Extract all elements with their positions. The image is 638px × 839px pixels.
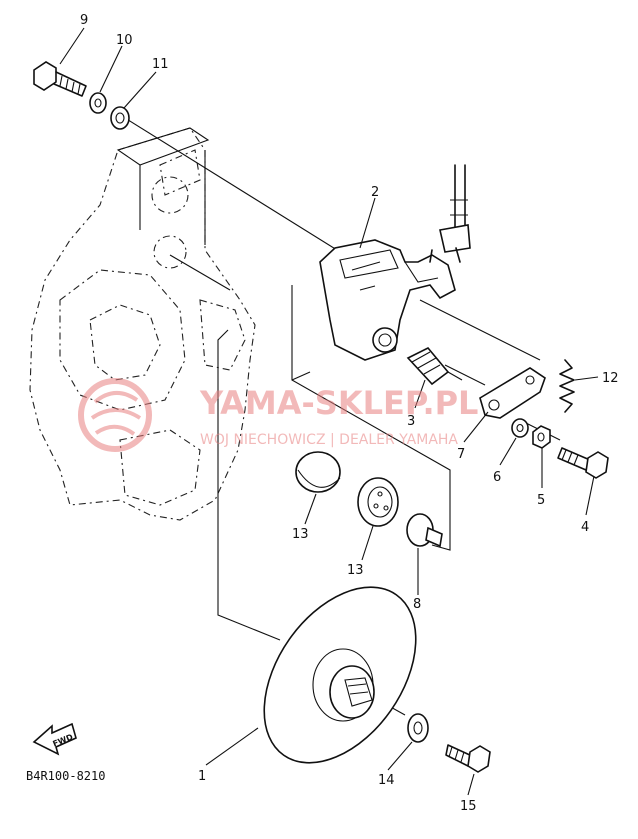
cable (429, 164, 471, 263)
fwd-arrow-icon: FWD (32, 722, 77, 756)
callout-11: 11 (152, 57, 169, 72)
bolt-part-4 (557, 447, 609, 479)
callout-5: 5 (537, 493, 545, 508)
callout-9: 9 (80, 13, 88, 28)
watermark-title: YAMA-SKLEP.PL (199, 384, 478, 422)
callout-12: 12 (602, 371, 619, 386)
assembly-axis-lines (124, 117, 561, 716)
leader-lines (59, 27, 599, 796)
housing-part-2 (319, 239, 456, 361)
cap-part-13-lower (357, 477, 399, 527)
watermark-logo-icon (78, 378, 152, 452)
callout-6: 6 (493, 470, 501, 485)
cap-part-13-upper (295, 451, 341, 493)
pin-part-8 (406, 513, 443, 548)
callout-1: 1 (198, 769, 206, 784)
callouts: 9 10 11 2 12 3 7 6 5 4 13 13 8 1 14 15 (80, 13, 619, 814)
bolt-part-15 (445, 744, 491, 773)
worm-part-3 (406, 347, 463, 386)
callout-10: 10 (116, 33, 133, 48)
part-code: B4R100-8210 (26, 769, 105, 783)
lever-part-7 (479, 367, 546, 419)
nut-part-5 (532, 425, 551, 449)
callout-15: 15 (460, 799, 477, 814)
watermark-subtitle: WOJ NIECHOWICZ | DEALER YAMAHA (200, 432, 458, 448)
callout-8: 8 (413, 597, 421, 612)
washer-part-6 (511, 418, 529, 438)
callout-3: 3 (407, 414, 415, 429)
washer-part-11 (110, 106, 130, 130)
callout-13-lower: 13 (347, 563, 364, 578)
callout-2: 2 (371, 185, 379, 200)
spring-part-12 (559, 359, 575, 413)
callout-13-upper: 13 (292, 527, 309, 542)
callout-7: 7 (457, 447, 465, 462)
pulley-part-1 (263, 586, 417, 764)
washer-part-10 (89, 92, 107, 114)
bolt-part-9 (33, 61, 87, 97)
watermark: YAMA-SKLEP.PL WOJ NIECHOWICZ | DEALER YA… (78, 378, 478, 452)
crankcase-cover-outline (29, 127, 256, 521)
washer-part-14 (407, 713, 429, 743)
callout-4: 4 (581, 520, 589, 535)
callout-14: 14 (378, 773, 395, 788)
